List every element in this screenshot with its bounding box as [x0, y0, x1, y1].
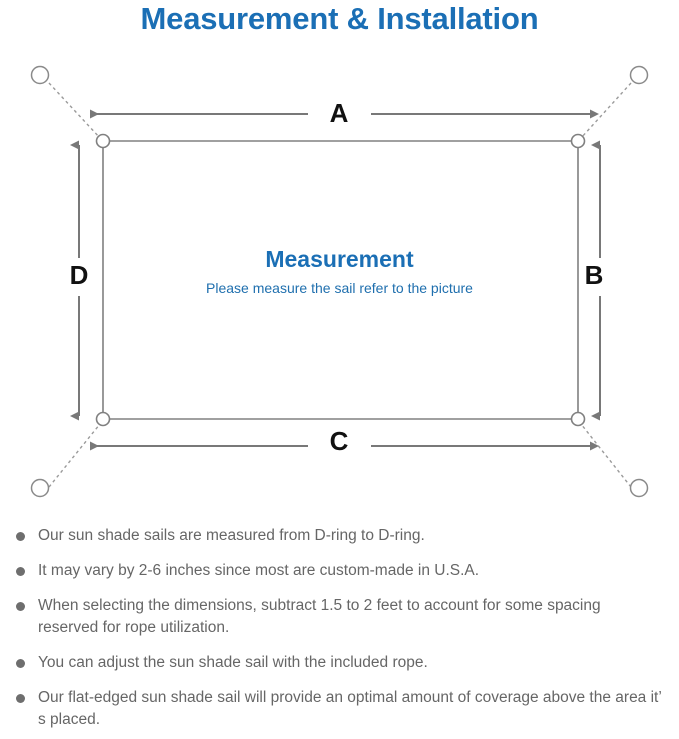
d-ring-bottom-left — [95, 411, 111, 427]
dimension-label-c: C — [329, 426, 349, 456]
list-item: When selecting the dimensions, subtract … — [10, 595, 665, 639]
bottom-left-anchor — [30, 478, 50, 498]
note-text: Our sun shade sails are measured from D-… — [38, 527, 425, 544]
dimension-label-b: B — [584, 260, 604, 290]
note-text: You can adjust the sun shade sail with t… — [38, 654, 428, 671]
d-ring-top-right — [570, 133, 586, 149]
top-right-anchor — [629, 65, 649, 85]
sail-body — [102, 140, 579, 420]
bullet-icon — [16, 532, 25, 541]
d-ring-top-left — [95, 133, 111, 149]
bottom-right-anchor — [629, 478, 649, 498]
bullet-icon — [16, 567, 25, 576]
note-text: Our flat-edged sun shade sail will provi… — [38, 689, 662, 728]
list-item: You can adjust the sun shade sail with t… — [10, 652, 665, 674]
rope-bottom-right — [580, 423, 632, 488]
rope-lines — [48, 82, 632, 488]
d-ring-bottom-right — [570, 411, 586, 427]
bullet-icon — [16, 602, 25, 611]
sail-center-subtitle: Please measure the sail refer to the pic… — [206, 280, 473, 296]
page-title: Measurement & Installation — [140, 1, 539, 36]
sail-d-rings — [95, 133, 586, 427]
note-text: It may vary by 2-6 inches since most are… — [38, 562, 480, 579]
sail-center-title: Measurement — [265, 246, 414, 272]
dimension-label-d: D — [69, 260, 89, 290]
rope-top-left — [48, 82, 101, 139]
note-text: When selecting the dimensions, subtract … — [38, 597, 601, 636]
notes-list: Our sun shade sails are measured from D-… — [0, 525, 679, 731]
list-item: Our flat-edged sun shade sail will provi… — [10, 687, 665, 731]
top-left-anchor — [30, 65, 50, 85]
measurement-diagram: Measurement Please measure the sail refe… — [0, 50, 679, 520]
rope-bottom-left — [48, 423, 101, 488]
anchor-rings — [30, 65, 649, 498]
rope-top-right — [580, 82, 632, 139]
dimension-label-a: A — [329, 98, 349, 128]
bullet-icon — [16, 694, 25, 703]
diagram-svg — [30, 65, 649, 498]
bullet-icon — [16, 659, 25, 668]
list-item: Our sun shade sails are measured from D-… — [10, 525, 665, 547]
list-item: It may vary by 2-6 inches since most are… — [10, 560, 665, 582]
